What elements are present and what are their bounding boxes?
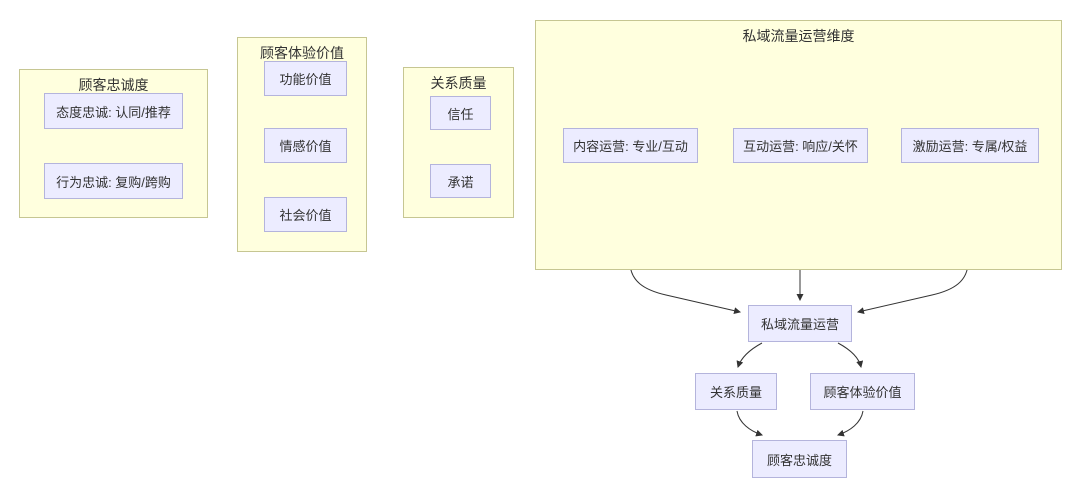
cluster-private-traffic-dimensions: 私域流量运营维度 内容运营: 专业/互动 互动运营: 响应/关怀 激励运营: 专… [535, 20, 1062, 270]
cluster-relationship-quality-title: 关系质量 [430, 75, 487, 91]
edge-experience-value-to-loyalty [837, 410, 864, 437]
node-customer-loyalty: 顾客忠诚度 [752, 440, 847, 478]
node-private-traffic-ops: 私域流量运营 [748, 305, 852, 342]
node-interaction-ops: 互动运营: 响应/关怀 [733, 128, 868, 163]
node-trust: 信任 [430, 96, 491, 130]
node-functional-value: 功能价值 [264, 61, 347, 96]
node-incentive-ops: 激励运营: 专属/权益 [901, 128, 1039, 163]
node-social-value: 社会价值 [264, 197, 347, 232]
node-emotional-value: 情感价值 [264, 128, 347, 163]
cluster-experience-value-title: 顾客体验价值 [260, 45, 344, 61]
edge-private-ops-to-experience-value [837, 342, 864, 369]
cluster-private-traffic-dimensions-title: 私域流量运营维度 [742, 28, 855, 44]
node-attitude-loyalty: 态度忠诚: 认同/推荐 [44, 93, 183, 129]
node-experience-value: 顾客体验价值 [810, 373, 915, 410]
edge-private-ops-to-relationship-quality [736, 342, 763, 368]
node-relationship-quality: 关系质量 [695, 373, 777, 410]
cluster-experience-value: 顾客体验价值 功能价值 情感价值 社会价值 [237, 37, 367, 252]
edge-relationship-quality-to-loyalty [736, 410, 763, 437]
node-behavior-loyalty: 行为忠诚: 复购/跨购 [44, 163, 183, 199]
cluster-customer-loyalty-title: 顾客忠诚度 [78, 77, 149, 93]
cluster-relationship-quality: 关系质量 信任 承诺 [403, 67, 514, 218]
node-commitment: 承诺 [430, 164, 491, 198]
cluster-customer-loyalty: 顾客忠诚度 态度忠诚: 认同/推荐 行为忠诚: 复购/跨购 [19, 69, 208, 218]
node-content-ops: 内容运营: 专业/互动 [563, 128, 698, 163]
